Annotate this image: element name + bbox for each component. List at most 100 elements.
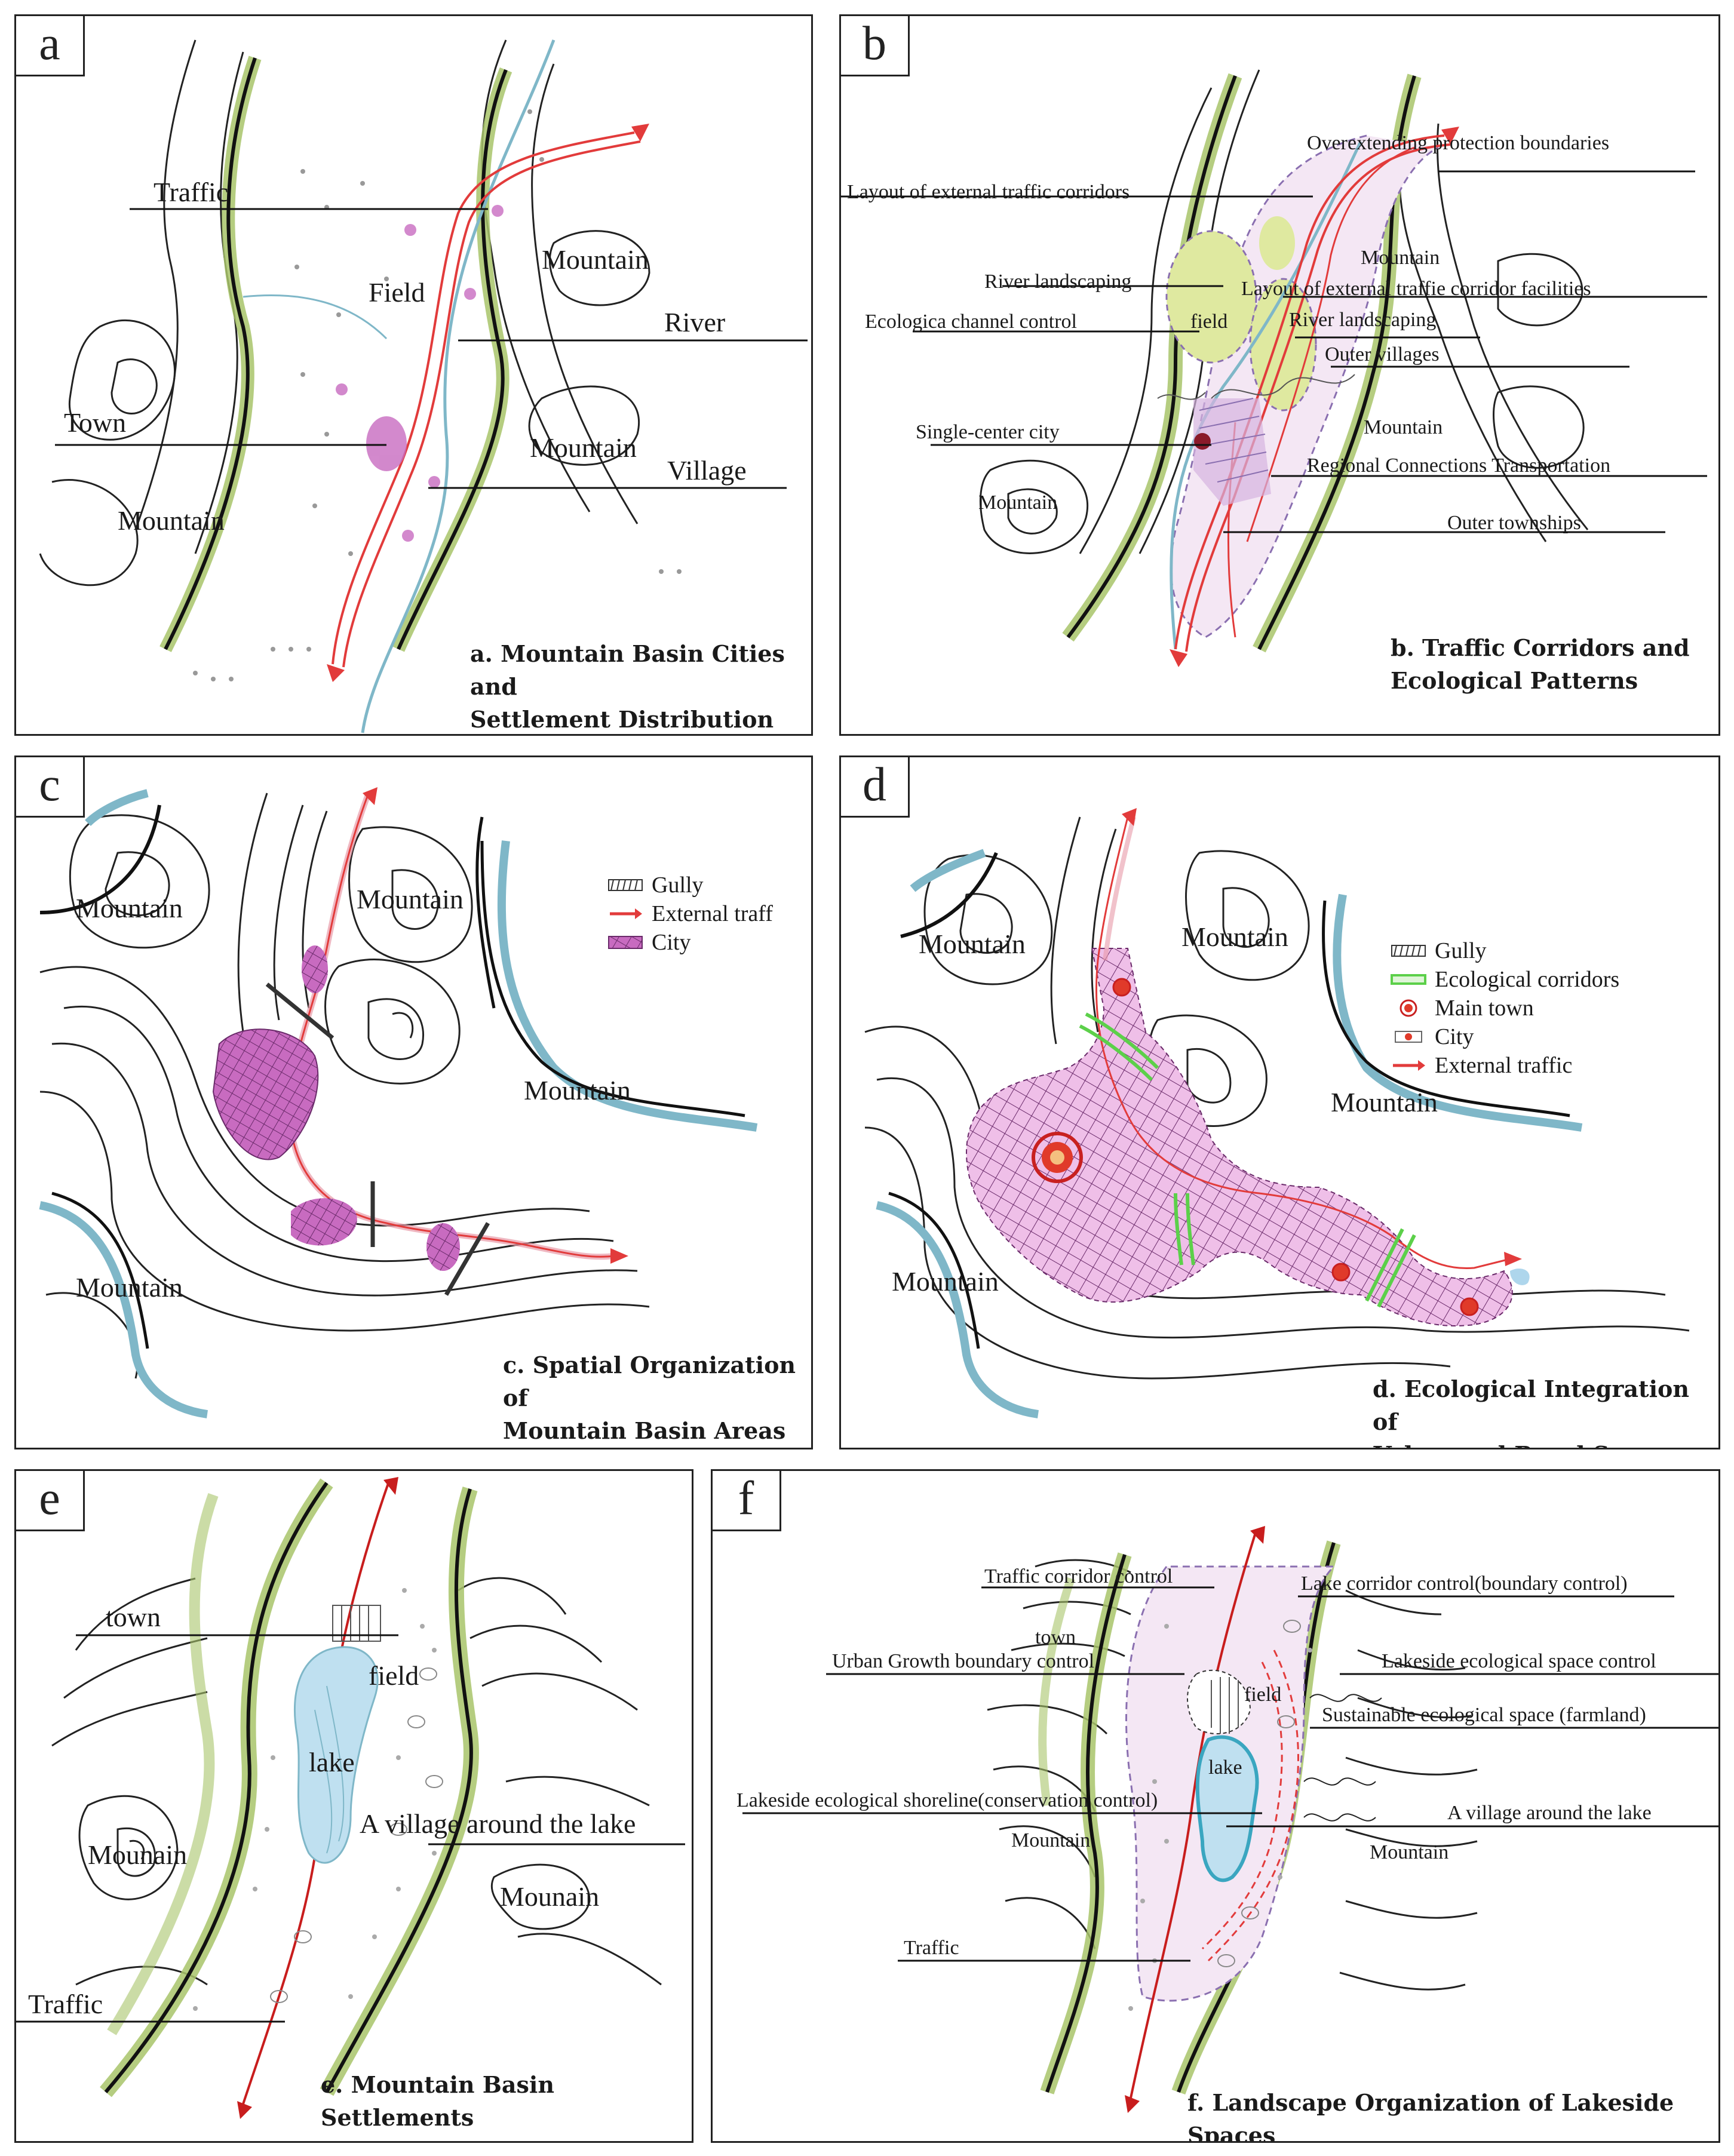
city-icon bbox=[1395, 1031, 1422, 1043]
label-traffic: Traffic bbox=[904, 1937, 959, 1959]
label-village: A village around the lake bbox=[360, 1808, 636, 1839]
panel-letter: a bbox=[16, 16, 85, 76]
label-mountain: Mountain bbox=[919, 929, 1026, 959]
main-town-icon bbox=[1400, 999, 1417, 1017]
label-urban-growth: Urban Growth boundary control bbox=[832, 1650, 1095, 1672]
caption-line: and Lakeside Layout bbox=[321, 2134, 692, 2141]
panel-caption: d. Ecological Integration of Urban and R… bbox=[1373, 1372, 1718, 1448]
panel-d-map bbox=[864, 808, 1690, 1418]
ecological-corridor-icon bbox=[1391, 974, 1426, 985]
panel-a-map bbox=[39, 39, 808, 733]
label-mountain: Mountain bbox=[524, 1075, 631, 1105]
legend-item-gully: Gully bbox=[1391, 936, 1619, 965]
legend-item-external-traffic: External traff bbox=[607, 899, 773, 928]
arrow-icon bbox=[610, 908, 642, 919]
legend-item-main-town: Main town bbox=[1391, 994, 1619, 1022]
caption-line: Settlement Distribution bbox=[470, 706, 774, 733]
label-mountain: Mounain bbox=[500, 1881, 600, 1912]
caption-line: Ecological Patterns bbox=[1391, 667, 1638, 695]
panel-letter: c bbox=[16, 757, 85, 818]
label-mountain: Mountain bbox=[1370, 1841, 1449, 1863]
label-field: field bbox=[1190, 311, 1228, 333]
panel-caption: c. Spatial Organization of Mountain Basi… bbox=[503, 1349, 811, 1447]
label-mountain: Mountain bbox=[1181, 922, 1288, 952]
label-outer-villages: Outer villages bbox=[1325, 343, 1440, 366]
legend-label: Gully bbox=[652, 873, 704, 898]
label-mountain: Mountain bbox=[1331, 1087, 1438, 1117]
label-lake: lake bbox=[1208, 1756, 1242, 1779]
legend-item-city: City bbox=[607, 928, 773, 957]
legend-label: External traffic bbox=[1435, 1053, 1573, 1078]
caption-line: Mountain Basin Areas bbox=[503, 1417, 786, 1445]
panel-e: e town field lake A village around the l… bbox=[14, 1469, 693, 2143]
city-icon bbox=[608, 936, 643, 949]
panel-e-map bbox=[16, 1477, 685, 2119]
caption-line: Urban and Rural Spaces bbox=[1373, 1438, 1718, 1448]
legend-label: External traff bbox=[652, 901, 773, 926]
label-field: field bbox=[369, 1660, 419, 1691]
label-single-center-city: Single-center city bbox=[916, 421, 1060, 443]
label-field: field bbox=[1244, 1684, 1282, 1706]
panel-caption: a. Mountain Basin Cities and Settlement … bbox=[470, 637, 811, 734]
gully-icon bbox=[1391, 945, 1426, 957]
label-traffic-corridor-control: Traffic corridor control bbox=[984, 1565, 1173, 1587]
label-traffic: Traffic bbox=[154, 177, 229, 207]
panel-caption: e. Mountain Basin Settlements and Lakesi… bbox=[321, 2068, 692, 2141]
label-mountain: Mountain bbox=[1364, 416, 1443, 438]
panel-d: d Mountain Mountain Mountain Mountain Gu… bbox=[839, 755, 1720, 1449]
label-mountain: Mountain bbox=[76, 893, 183, 923]
legend-item-external-traffic: External traffic bbox=[1391, 1051, 1619, 1080]
legend: Gully External traff City bbox=[607, 871, 773, 957]
panel-caption: b. Traffic Corridors and Ecological Patt… bbox=[1391, 631, 1690, 697]
legend-label: Main town bbox=[1435, 996, 1534, 1021]
arrow-icon bbox=[1393, 1060, 1425, 1071]
label-lake-corridor-control: Lake corridor control(boundary control) bbox=[1301, 1573, 1628, 1595]
panel-f: f Traffic corridor control Lake corridor… bbox=[711, 1469, 1720, 2143]
panel-b: b Overextending protection boundaries La… bbox=[839, 14, 1720, 736]
legend-item-city: City bbox=[1391, 1022, 1619, 1051]
label-ecological-channel: Ecologica channel control bbox=[865, 311, 1077, 333]
panel-letter: f bbox=[713, 1471, 781, 1531]
legend-label: Ecological corridors bbox=[1435, 967, 1620, 992]
label-mountain: Mountain bbox=[978, 492, 1058, 514]
caption-line: e. Mountain Basin Settlements bbox=[321, 2071, 554, 2132]
label-mountain: Mountain bbox=[357, 884, 464, 914]
label-external-corridors: Layout of external traffic corridors bbox=[847, 181, 1130, 203]
panel-a: a Traffic Field Mountain River Town Moun… bbox=[14, 14, 813, 736]
label-field: Field bbox=[369, 277, 425, 308]
label-mountain: Mounain bbox=[88, 1839, 188, 1870]
legend-label: City bbox=[652, 930, 691, 955]
label-mountain: Mountain bbox=[530, 432, 637, 463]
label-lake: lake bbox=[309, 1747, 355, 1777]
label-mountain: Mountain bbox=[542, 244, 649, 275]
label-sustainable-space: Sustainable ecological space (farmland) bbox=[1322, 1704, 1646, 1726]
caption-line: a. Mountain Basin Cities and bbox=[470, 640, 785, 701]
legend-label: City bbox=[1435, 1024, 1474, 1049]
panel-letter: b bbox=[841, 16, 910, 76]
gully-icon bbox=[608, 879, 643, 891]
panel-f-map bbox=[742, 1526, 1718, 2113]
label-shoreline: Lakeside ecological shoreline(conservati… bbox=[736, 1789, 1158, 1811]
label-village: Village bbox=[667, 455, 747, 486]
label-overextending: Overextending protection boundaries bbox=[1307, 132, 1610, 154]
label-village: A village around the lake bbox=[1447, 1802, 1652, 1824]
label-mountain: Mountain bbox=[76, 1272, 183, 1303]
label-town: town bbox=[1035, 1626, 1076, 1648]
caption-line: b. Traffic Corridors and bbox=[1391, 634, 1690, 661]
panel-letter: d bbox=[841, 757, 910, 818]
label-town: Town bbox=[64, 407, 127, 438]
label-regional-transport: Regional Connections Transportation bbox=[1307, 454, 1611, 477]
panel-c: c Mountain Mountain Mountain Mountain Gu… bbox=[14, 755, 813, 1449]
legend-item-ecological-corridors: Ecological corridors bbox=[1391, 965, 1619, 994]
label-mountain: Mountain bbox=[1361, 247, 1440, 269]
label-outer-townships: Outer townships bbox=[1447, 512, 1581, 534]
label-mountain: Mountain bbox=[118, 505, 225, 536]
label-river-landscaping: River landscaping bbox=[1289, 309, 1437, 331]
panel-caption: f. Landscape Organization of Lakeside Sp… bbox=[1187, 2089, 1674, 2143]
label-river-landscaping: River landscaping bbox=[984, 271, 1132, 293]
label-river: River bbox=[664, 307, 726, 337]
panel-b-map bbox=[841, 69, 1707, 667]
label-town: town bbox=[106, 1602, 161, 1632]
label-corridor-facilities: Layout of external traffie corridor faci… bbox=[1241, 278, 1591, 300]
caption-line: d. Ecological Integration of bbox=[1373, 1375, 1689, 1436]
